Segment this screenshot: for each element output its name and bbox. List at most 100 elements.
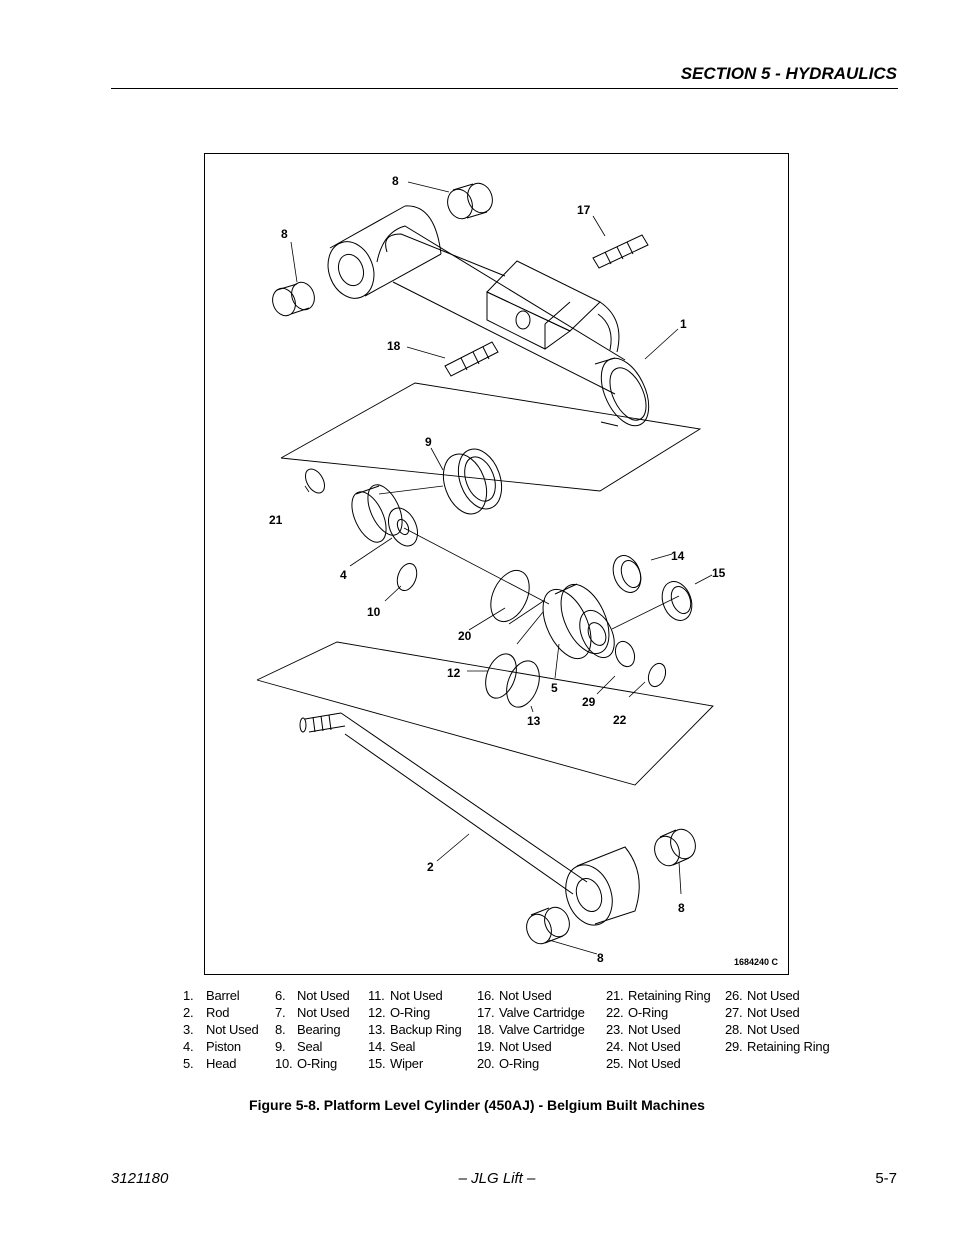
footer-publisher: – JLG Lift – [458,1170,536,1187]
legend-item: 20.O-Ring [477,1056,539,1071]
bearing-top-2 [447,182,493,220]
exploded-view-figure: 8 8 17 1 18 9 21 4 10 20 12 5 13 29 22 1… [204,153,789,975]
rod-part [299,712,640,926]
o-ring-20 [490,569,530,623]
legend-item-label: O-Ring [297,1056,337,1071]
legend-item: 19.Not Used [477,1039,552,1054]
legend-item-number: 2. [183,1005,194,1020]
legend-item: 23. Not Used [606,1022,681,1037]
legend-item: 8.Bearing [275,1022,341,1037]
callout-17: 17 [577,203,591,217]
callout-15: 15 [712,566,726,580]
legend-item-label: Not Used [747,1005,800,1020]
valve-block [385,233,620,353]
callout-2: 2 [427,860,434,874]
legend-item-number: 10. [275,1056,293,1071]
legend-item-number: 27. [725,1005,743,1020]
legend-item-label: Head [206,1056,237,1071]
legend-item-label: Not Used [206,1022,259,1037]
drawing-number: 1684240 C [734,957,779,967]
cylinder-drawing: 8 8 17 1 18 9 21 4 10 20 12 5 13 29 22 1… [256,174,779,967]
legend-item-label: Seal [390,1039,416,1054]
callout-18: 18 [387,339,401,353]
legend-item-number: 14. [368,1039,386,1054]
legend-item-number: 25. [606,1056,624,1071]
callout-8d: 8 [597,951,604,965]
callout-5: 5 [551,681,558,695]
legend-item-number: 22. [606,1005,624,1020]
retaining-ring-21 [305,468,325,494]
legend-item: 9. Seal [275,1039,322,1054]
legend-item: 3.Not Used [183,1022,259,1037]
legend-item: 11.Not Used [368,988,443,1003]
callout-8a: 8 [392,174,399,188]
legend-item-number: 23. [606,1022,624,1037]
legend-item: 1. Barrel [183,988,240,1003]
legend-item: 24.Not Used [606,1039,681,1054]
legend-item: 6.Not Used [275,988,350,1003]
callout-10: 10 [367,605,381,619]
legend-item-number: 24. [606,1039,624,1054]
legend-item-number: 18. [477,1022,495,1037]
legend-item-number: 11. [368,988,385,1003]
legend-item: 18. Valve Cartridge [477,1022,585,1037]
legend-item-number: 12. [368,1005,386,1020]
legend-item: 16.Not Used [477,988,552,1003]
barrel-part [327,205,650,427]
legend-item: 10. O-Ring [275,1056,337,1071]
legend-item-number: 19. [477,1039,495,1054]
legend-item-number: 5. [183,1056,194,1071]
legend-item: 28. Not Used [725,1022,800,1037]
barrel-plane [280,382,702,492]
legend-item-number: 4. [183,1039,194,1054]
legend-item-number: 17. [477,1005,495,1020]
legend-item-number: 9. [275,1039,286,1054]
legend-item-label: O-Ring [390,1005,430,1020]
callout-21: 21 [269,513,283,527]
legend-item: 2.Rod [183,1005,229,1020]
legend-item: 17. Valve Cartridge [477,1005,585,1020]
callout-14: 14 [671,549,685,563]
legend-item: 13.Backup Ring [368,1022,462,1037]
bearing-bottom-2 [654,828,696,867]
legend-item: 26.Not Used [725,988,800,1003]
legend-item: 5. Head [183,1056,236,1071]
legend-item-label: Not Used [297,1005,350,1020]
legend-item: 15. Wiper [368,1056,423,1071]
o-ring-22 [647,662,667,688]
legend-item-label: Valve Cartridge [499,1022,585,1037]
legend-item-label: Not Used [297,988,350,1003]
rod-plane [256,641,714,786]
legend-item-label: Wiper [390,1056,423,1071]
callout-4: 4 [340,568,347,582]
seal-9 [442,448,503,515]
footer-doc-number: 3121180 [111,1170,169,1187]
legend-item: 7. Not Used [275,1005,350,1020]
callout-12: 12 [447,666,461,680]
legend-item: 21.Retaining Ring [606,988,711,1003]
backup-ring-13 [506,660,540,708]
o-ring-10 [396,562,418,592]
legend-item-number: 15. [368,1056,386,1071]
legend-item-number: 1. [183,988,194,1003]
valve-cartridge-18 [444,341,499,377]
legend-item-label: Barrel [206,988,240,1003]
legend-item-label: Not Used [747,1022,800,1037]
legend-item-label: Not Used [628,1022,681,1037]
legend-item-label: Piston [206,1039,241,1054]
callout-9: 9 [425,435,432,449]
callout-13: 13 [527,714,541,728]
legend-item: 25.Not Used [606,1056,681,1071]
legend-item-number: 7. [275,1005,286,1020]
bearing-bottom-1 [526,906,570,945]
legend-item-number: 28. [725,1022,743,1037]
legend-item-label: Valve Cartridge [499,1005,585,1020]
callout-8b: 8 [281,227,288,241]
callout-20: 20 [458,629,472,643]
legend-item-label: Seal [297,1039,323,1054]
section-title: SECTION 5 - HYDRAULICS [680,64,897,83]
legend-item-label: O-Ring [499,1056,539,1071]
o-ring-12 [485,653,517,699]
callout-1: 1 [680,317,687,331]
legend-item-label: Not Used [747,988,800,1003]
